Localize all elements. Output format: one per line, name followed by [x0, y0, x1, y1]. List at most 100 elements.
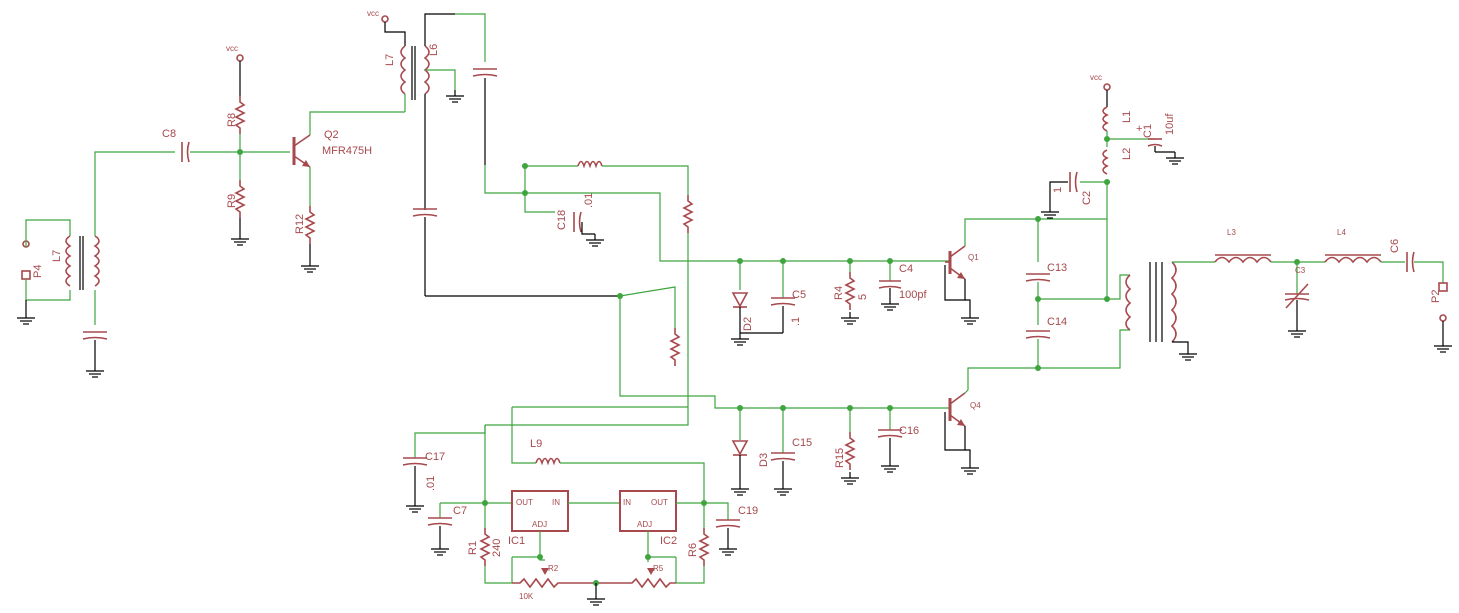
resistor-r15	[845, 431, 855, 471]
c5-label: C5	[792, 289, 806, 301]
vcc-label-r8: vcc	[226, 44, 238, 53]
ic2-label: IC2	[660, 535, 677, 547]
r4-value: 5	[857, 294, 869, 300]
d3-label: D3	[758, 453, 770, 467]
c8-label: C8	[162, 128, 176, 140]
transistor-q1	[945, 245, 966, 280]
input-section: P4 L7 C8 vcc R8 R9	[16, 44, 405, 378]
p4-label: P4	[32, 265, 44, 278]
transistor-q4	[948, 392, 966, 427]
resistor-r1	[480, 527, 490, 567]
vcc-label-right: vcc	[1090, 73, 1102, 82]
upper-bias: D2 C5 .1 R4 5 C4 100pf Q1	[730, 218, 1107, 346]
p4-pin	[21, 270, 31, 280]
capacitor-c15	[770, 452, 796, 461]
r9-label: R9	[226, 194, 238, 208]
l7-left-label: L7	[51, 250, 63, 262]
output-transformer	[1125, 261, 1177, 343]
c1-label: C1	[1142, 124, 1154, 138]
q4-label: Q4	[970, 401, 981, 410]
r4-label: R4	[833, 286, 845, 300]
c15-label: C15	[792, 437, 812, 449]
resistor-r4	[845, 271, 855, 311]
capacitor-c7	[427, 517, 453, 526]
inductor-l9	[535, 457, 561, 466]
potentiometer-r2	[512, 577, 596, 589]
r1-label: R1	[467, 541, 479, 555]
variable-capacitor-c3	[1284, 283, 1310, 338]
inductor-l1	[1102, 106, 1109, 132]
r2-label: R2	[548, 564, 559, 573]
ic1-in: IN	[552, 498, 560, 507]
inductor-l2	[1102, 149, 1109, 175]
c17-value: .01	[425, 476, 437, 491]
transistor-q2	[292, 134, 311, 168]
c13-label: C13	[1047, 262, 1067, 274]
c1-value: 10uf	[1164, 113, 1176, 135]
p2-label: P2	[1430, 290, 1442, 303]
inductor-top-rfc	[577, 160, 603, 169]
regulator-section: C17 .01 L9 C7 OUT IN ADJ IC1 IN OUT ADJ …	[402, 406, 758, 606]
r5-label: R5	[653, 564, 664, 573]
c4-value: 100pf	[899, 289, 927, 301]
q1-label: Q1	[968, 253, 979, 262]
capacitor-c18	[573, 211, 582, 233]
ic1-adj: ADJ	[532, 520, 547, 529]
r15-label: R15	[834, 448, 846, 468]
c2-label: C2	[1081, 191, 1093, 205]
ic2-out: OUT	[651, 498, 668, 507]
l6-label: L6	[428, 44, 440, 56]
resistor-top-rfc	[683, 194, 693, 234]
q2-part-label: MFR475H	[322, 145, 372, 157]
capacitor-c14	[1025, 330, 1051, 339]
q2-label: Q2	[324, 129, 339, 141]
c14-label: C14	[1047, 316, 1067, 328]
transformer-top: vcc L7 L6	[367, 9, 676, 328]
c4-label: C4	[899, 263, 913, 275]
c7-label: C7	[453, 505, 467, 517]
ic2-adj: ADJ	[637, 520, 652, 529]
capacitor-c19	[715, 519, 741, 528]
r8-label: R8	[226, 113, 238, 127]
l9-label: L9	[530, 438, 542, 450]
p2-pin	[1438, 282, 1448, 292]
l3-label: L3	[1227, 228, 1236, 237]
resistor-r6	[699, 527, 709, 567]
resistor-r12	[305, 205, 315, 245]
ic2-in: IN	[623, 498, 631, 507]
ic1-out: OUT	[516, 498, 533, 507]
c16-label: C16	[899, 425, 919, 437]
c2-value: 1	[1052, 187, 1064, 193]
l2-label: L2	[1121, 148, 1133, 160]
d2-label: D2	[742, 317, 754, 331]
l7-top-label: L7	[384, 54, 396, 66]
inductor-l3	[1214, 256, 1272, 264]
c18-label: C18	[556, 210, 568, 230]
r12-label: R12	[294, 214, 306, 234]
output-section: L3 C3 L4 C6 P2	[1125, 228, 1453, 361]
c1-plus: +	[1136, 123, 1142, 135]
inductor-l4	[1324, 256, 1382, 264]
ic1-label: IC1	[508, 535, 525, 547]
capacitor-c1	[1147, 138, 1185, 165]
capacitor-c13	[1025, 273, 1051, 282]
lower-bias: D3 C15 R15 C16 Q4	[619, 296, 981, 496]
r1-value: 240	[491, 539, 503, 557]
c19-label: C19	[738, 505, 758, 517]
capacitor-c17	[402, 457, 428, 466]
resistor-lower-rfc	[670, 327, 680, 367]
capacitor-c4	[878, 261, 902, 311]
c6-label: C6	[1389, 239, 1401, 253]
bias-network-top: C18 .01	[485, 160, 740, 426]
l4-label: L4	[1337, 228, 1346, 237]
transformer-l7-left	[65, 235, 100, 290]
capacitor-c8	[181, 141, 190, 163]
c5-value: .1	[790, 317, 802, 326]
c18-value: .01	[583, 193, 595, 208]
vcc-label-top: vcc	[367, 9, 379, 18]
r2-value: 10K	[519, 592, 534, 601]
diode-d2	[731, 292, 749, 308]
collector-network: C13 C14 vcc L1 + C1 10uf L2	[967, 73, 1185, 390]
c17-label: C17	[425, 451, 445, 463]
